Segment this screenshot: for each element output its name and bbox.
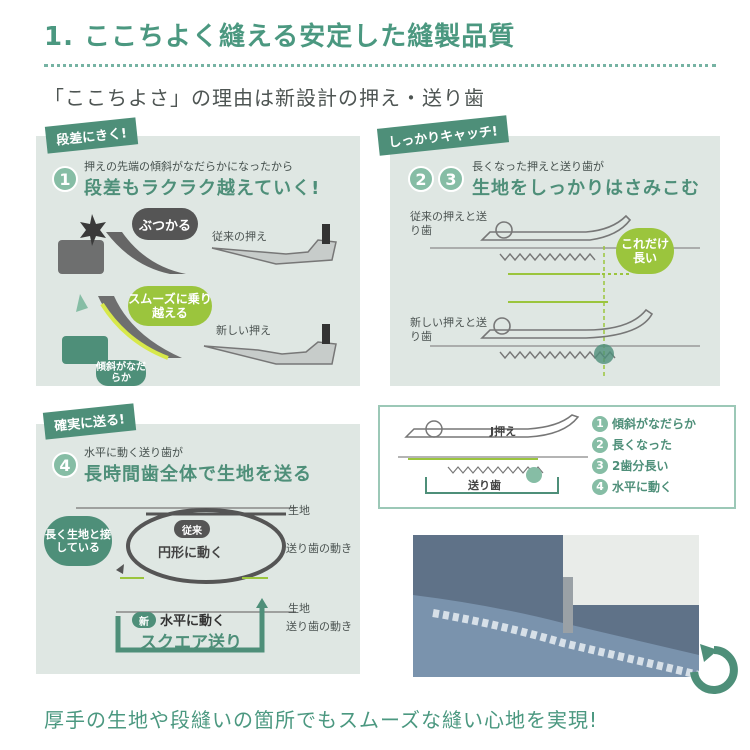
- label-square-feed: スクエア送り: [140, 633, 242, 653]
- tag-new-motion: 新: [132, 612, 156, 628]
- footer-message: 厚手の生地や段縫いの箇所でもスムーズな縫い心地を実現!: [44, 708, 599, 732]
- bubble-this-long: これだけ長い: [616, 228, 674, 274]
- page-title: 1. ここちよく縫える安定した縫製品質: [44, 22, 516, 52]
- label-j-presser: J押え: [490, 425, 517, 438]
- legend-list: 1 傾斜がなだらか 2 長くなった 3 2歯分長い 4 水平に動く: [592, 415, 696, 495]
- legend-item-text: 2歯分長い: [612, 459, 669, 473]
- step-badge-3: 3: [438, 166, 464, 192]
- presser-foot-diagram-old: [58, 214, 337, 365]
- presser-feed-schematic: [398, 414, 588, 494]
- sewing-photo-illustration: [413, 535, 699, 677]
- legend-item: 4 水平に動く: [592, 478, 696, 495]
- panel-step-feature-1: 1 押えの先端の傾斜がなだらかになったから 段差もラクラク越えていく! ぶつかる…: [36, 136, 360, 386]
- panel2-big-heading: 生地をしっかりはさみこむ: [472, 178, 700, 199]
- panel1-small-heading: 押えの先端の傾斜がなだらかになったから: [84, 160, 293, 173]
- bubble-long-contact: 長く生地と接している: [44, 516, 112, 566]
- panel3-small-heading: 水平に動く送り歯が: [84, 446, 183, 459]
- sewing-photo: [413, 535, 699, 677]
- legend-item: 1 傾斜がなだらか: [592, 415, 696, 432]
- panel-step-feature-4: 4 水平に動く送り歯が 長時間歯全体で生地を送る 生地 送り歯の動き 従来 円形…: [36, 424, 360, 674]
- legend-item-number: 3: [592, 457, 608, 474]
- label-old-presser-feed: 従来の押えと送り歯: [410, 210, 487, 238]
- legend-item-number: 1: [592, 415, 608, 432]
- page-subtitle: 「ここちよさ」の理由は新設計の押え・送り歯: [44, 86, 485, 110]
- step-badge-4: 4: [52, 452, 78, 478]
- label-fabric-old: 生地: [288, 504, 310, 517]
- label-feed-dog: 送り歯: [468, 479, 501, 492]
- legend-item: 3 2歯分長い: [592, 457, 696, 474]
- panel-step-feature-2-3: 2 3 長くなった押えと送り歯が 生地をしっかりはさみこむ 従来の押えと送り歯 …: [390, 136, 720, 386]
- label-old-presser: 従来の押え: [212, 230, 267, 243]
- label-old-motion: 円形に動く: [158, 546, 224, 561]
- label-feed-motion-new: 送り歯の動き: [286, 620, 352, 633]
- legend-item-text: 長くなった: [612, 438, 673, 452]
- label-new-presser-feed: 新しい押えと送り歯: [410, 316, 487, 344]
- curved-arrow-icon: [690, 644, 738, 694]
- tag-old-motion: 従来: [174, 520, 210, 538]
- legend-item: 2 長くなった: [592, 436, 696, 453]
- legend-item-text: 水平に動く: [612, 480, 673, 494]
- label-new-motion: 水平に動く: [160, 614, 226, 629]
- label-new-presser: 新しい押え: [216, 324, 271, 337]
- feed-motion-diagram: [76, 507, 296, 653]
- panel3-big-heading: 長時間歯全体で生地を送る: [84, 464, 312, 485]
- legend-item-number: 4: [592, 478, 608, 495]
- label-feed-motion-old: 送り歯の動き: [286, 542, 352, 555]
- bubble-slope: 傾斜がなだらか: [96, 360, 146, 386]
- legend-item-text: 傾斜がなだらか: [612, 417, 697, 431]
- bubble-smooth: スムーズに乗り越える: [128, 286, 212, 326]
- panel1-big-heading: 段差もラクラク越えていく!: [84, 178, 321, 199]
- panel2-small-heading: 長くなった押えと送り歯が: [472, 160, 604, 173]
- step-badge-2: 2: [408, 166, 434, 192]
- legend-panel: J押え 送り歯 1 傾斜がなだらか 2 長くなった 3 2歯分長い 4 水平に動…: [378, 405, 736, 509]
- bubble-hit: ぶつかる: [132, 208, 198, 240]
- step-badge-1: 1: [52, 166, 78, 192]
- label-fabric-new: 生地: [288, 602, 310, 615]
- legend-item-number: 2: [592, 436, 608, 453]
- dotted-divider: [44, 64, 716, 67]
